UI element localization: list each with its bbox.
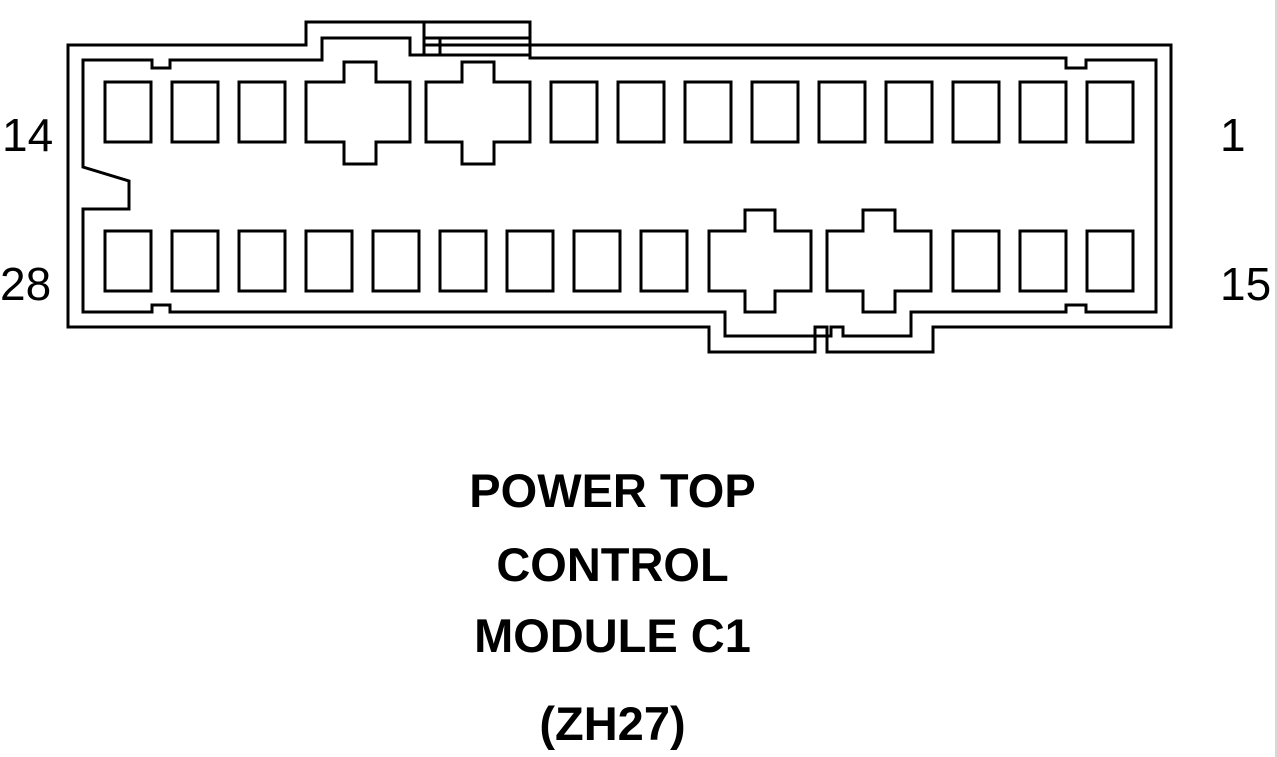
pin-cavity: [951, 229, 1001, 293]
pin-cavity-keyed: [825, 208, 933, 314]
pin-cavity-keyed: [424, 60, 532, 166]
title-line-2: CONTROL: [496, 538, 729, 591]
pin-cavity: [237, 80, 287, 144]
pin-cavity: [549, 80, 599, 144]
pin-label-top-right: 1: [1220, 109, 1246, 161]
pin-cavity: [683, 80, 733, 144]
pin-cavity: [103, 229, 153, 293]
pin-label-bottom-left: 28: [0, 258, 52, 310]
pin-cavity: [304, 229, 354, 293]
pin-cavity: [103, 80, 153, 144]
pin-row-bottom: [103, 208, 1135, 314]
pin-cavity: [616, 80, 666, 144]
pin-cavity: [1018, 229, 1068, 293]
pin-cavity: [572, 229, 622, 293]
outer-housing-outline: [66, 20, 1173, 354]
pin-cavity-keyed: [304, 60, 412, 166]
pin-cavity: [1085, 229, 1135, 293]
pin-cavity: [170, 229, 220, 293]
pin-label-top-left: 14: [2, 109, 54, 161]
page-edge: [1275, 0, 1277, 757]
pin-cavity: [817, 80, 867, 144]
title-line-1: POWER TOP: [469, 464, 756, 517]
pin-row-top: [103, 60, 1135, 166]
pin-cavity: [237, 229, 287, 293]
pin-cavity: [750, 80, 800, 144]
inner-housing-outline: [81, 36, 1158, 338]
pin-cavity: [1018, 80, 1068, 144]
pin-label-bottom-right: 15: [1220, 258, 1272, 310]
pin-cavity: [505, 229, 555, 293]
pin-cavity: [170, 80, 220, 144]
pin-cavity: [438, 229, 488, 293]
pin-cavity-keyed: [707, 208, 813, 314]
pin-cavity: [1085, 80, 1135, 144]
pin-cavity: [951, 80, 1001, 144]
title-line-3: MODULE C1: [474, 609, 751, 662]
pin-cavity: [639, 229, 689, 293]
connector-code: (ZH27): [539, 697, 686, 750]
pin-cavity: [371, 229, 421, 293]
pin-cavity: [884, 80, 934, 144]
